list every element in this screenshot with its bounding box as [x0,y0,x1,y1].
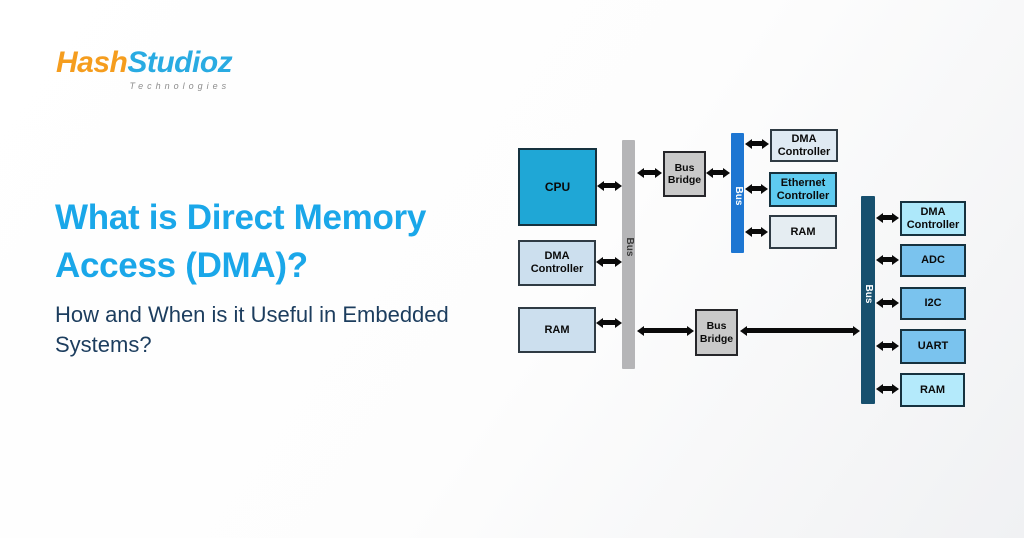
arrow-io-bus-adc [876,254,899,265]
bus-bridge-bottom-label: Bus Bridge [699,320,734,345]
ethernet-controller-block: Ethernet Controller [769,172,837,207]
ethernet-controller-label: Ethernet Controller [776,176,830,202]
system-bus-label: Bus [624,237,635,257]
ram-top-label: RAM [790,225,816,238]
page-subtitle: How and When is it Useful in Embedded Sy… [55,300,525,360]
adc-block: ADC [900,244,966,277]
logo-studioz-text: Studioz [127,46,233,79]
ram-top-block: RAM [769,215,837,249]
dma-controller-left-block: DMA Controller [518,240,596,286]
ram-left-label: RAM [544,323,570,336]
io-bus-bar [861,196,875,404]
arrow-peripheral-bus-ram-top [745,226,768,237]
ram-right-label: RAM [919,383,946,396]
arrow-dma-left-system-bus [596,256,622,267]
arrow-io-bus-ram-right [876,383,899,394]
arrow-io-bus-uart [876,340,899,351]
title-line-1: What is Direct Memory [55,198,427,237]
arrow-ram-left-system-bus [596,317,622,328]
arrow-cpu-system-bus [597,180,622,191]
logo-hash-text: Hash [56,46,128,79]
dma-controller-top-block: DMA Controller [770,129,838,162]
logo-tagline: Technologies [129,81,231,91]
peripheral-bus-bar [731,133,744,253]
ram-left-block: RAM [518,307,596,353]
arrow-peripheral-bus-dma-top [745,138,769,149]
i2c-label: I2C [924,297,942,310]
dma-controller-right-label: DMA Controller [906,205,960,231]
dma-controller-left-label: DMA Controller [530,250,584,275]
adc-label: ADC [921,254,945,267]
arrow-io-bus-dma-right [876,212,899,223]
ram-right-block: RAM [900,373,965,407]
bus-bridge-bottom-block: Bus Bridge [695,309,738,356]
uart-label: UART [917,340,949,353]
arrow-bridge-bottom-io-bus [740,325,860,336]
hashstudioz-logo: HashStudioz Technologies [56,46,233,91]
bus-bridge-top-block: Bus Bridge [663,151,706,197]
arrow-bridge-top-peripheral-bus [706,167,730,178]
dma-controller-top-label: DMA Controller [777,132,831,158]
system-bus-bar [622,140,635,369]
cpu-block: CPU [518,148,597,226]
uart-block: UART [900,329,966,364]
subtitle-line-2: Systems? [55,332,152,357]
headline-block: What is Direct Memory Access (DMA)? How … [55,194,525,360]
logo-wordmark: HashStudioz [56,46,233,80]
cpu-label: CPU [544,179,571,194]
arrow-peripheral-bus-ethernet [745,183,768,194]
peripheral-bus-label: Bus [733,186,744,206]
dma-controller-right-block: DMA Controller [900,201,966,236]
io-bus-label: Bus [863,284,874,304]
bus-bridge-top-label: Bus Bridge [667,161,702,186]
arrow-system-bus-bridge-bottom [637,325,694,336]
title-line-2: Access (DMA)? [55,246,308,285]
arrow-io-bus-i2c [876,297,899,308]
page-title: What is Direct Memory Access (DMA)? [55,194,525,290]
subtitle-line-1: How and When is it Useful in Embedded [55,302,449,327]
i2c-block: I2C [900,287,966,320]
arrow-system-bus-bridge-top [637,167,662,178]
